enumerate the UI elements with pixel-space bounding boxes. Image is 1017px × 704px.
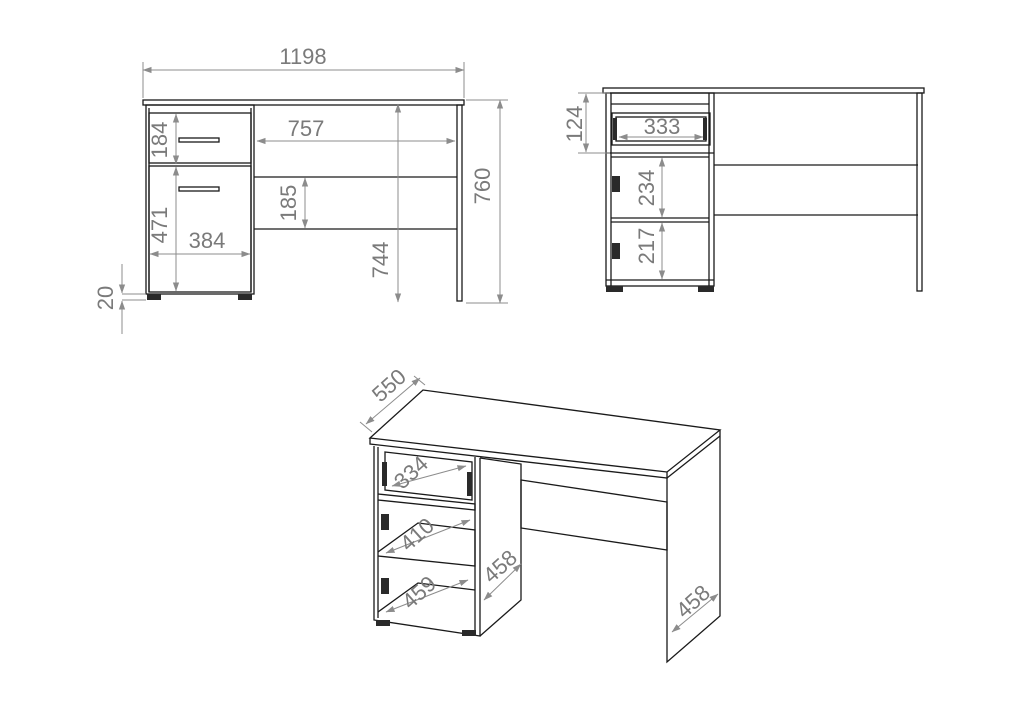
dim-opening-width: 757 (288, 116, 325, 141)
dim-cabinet-width: 384 (189, 228, 226, 253)
dim-overall-height: 760 (470, 168, 495, 205)
dim-iso-shelf-2: 459 (397, 571, 441, 614)
hinge-icon (612, 176, 620, 192)
dim-iso-cabinet-depth: 458 (478, 545, 522, 588)
dim-iso-shelf-1: 410 (395, 513, 439, 556)
front-foot-right (238, 294, 252, 300)
side-view: 124 333 234 217 (562, 87, 925, 292)
iso-foot-left (376, 620, 390, 626)
isometric-view: 550 334 410 459 458 458 (359, 364, 722, 664)
dim-leg-height: 744 (368, 242, 393, 279)
front-door (148, 165, 252, 293)
dim-rail-height: 185 (276, 185, 301, 222)
front-foot-left (147, 294, 161, 300)
dim-iso-depth: 550 (367, 364, 411, 407)
dim-foot-height: 20 (93, 286, 118, 310)
front-view: 1198 757 760 744 185 184 471 384 20 (93, 44, 508, 334)
dim-overall-width: 1198 (279, 44, 326, 69)
front-cabinet (145, 104, 255, 295)
iso-rail (520, 479, 668, 551)
front-desktop (142, 99, 465, 106)
side-cabinet (605, 92, 715, 287)
door-handle (178, 186, 220, 192)
hinge-icon (612, 243, 620, 259)
dim-side-shelf-1: 234 (634, 170, 659, 207)
side-desktop (602, 87, 925, 94)
drawer-handle (178, 137, 220, 143)
dim-cabinet-height: 471 (147, 207, 172, 244)
front-drawer (148, 112, 252, 164)
side-foot-left (606, 286, 623, 292)
iso-foot-right (462, 630, 476, 636)
side-drawer (611, 112, 711, 146)
dim-top-drawer: 184 (147, 122, 172, 159)
side-foot-right (698, 286, 714, 292)
dim-side-drawer-height: 124 (562, 106, 587, 143)
side-leg (916, 92, 923, 292)
hinge-icon (381, 578, 389, 594)
hinge-icon (381, 514, 389, 530)
dim-side-drawer-width: 333 (644, 114, 681, 139)
dim-iso-side-depth: 458 (671, 580, 715, 623)
iso-cabinet (373, 446, 481, 637)
dim-side-shelf-2: 217 (634, 228, 659, 265)
iso-right-panel (666, 436, 721, 664)
front-leg (456, 104, 463, 302)
